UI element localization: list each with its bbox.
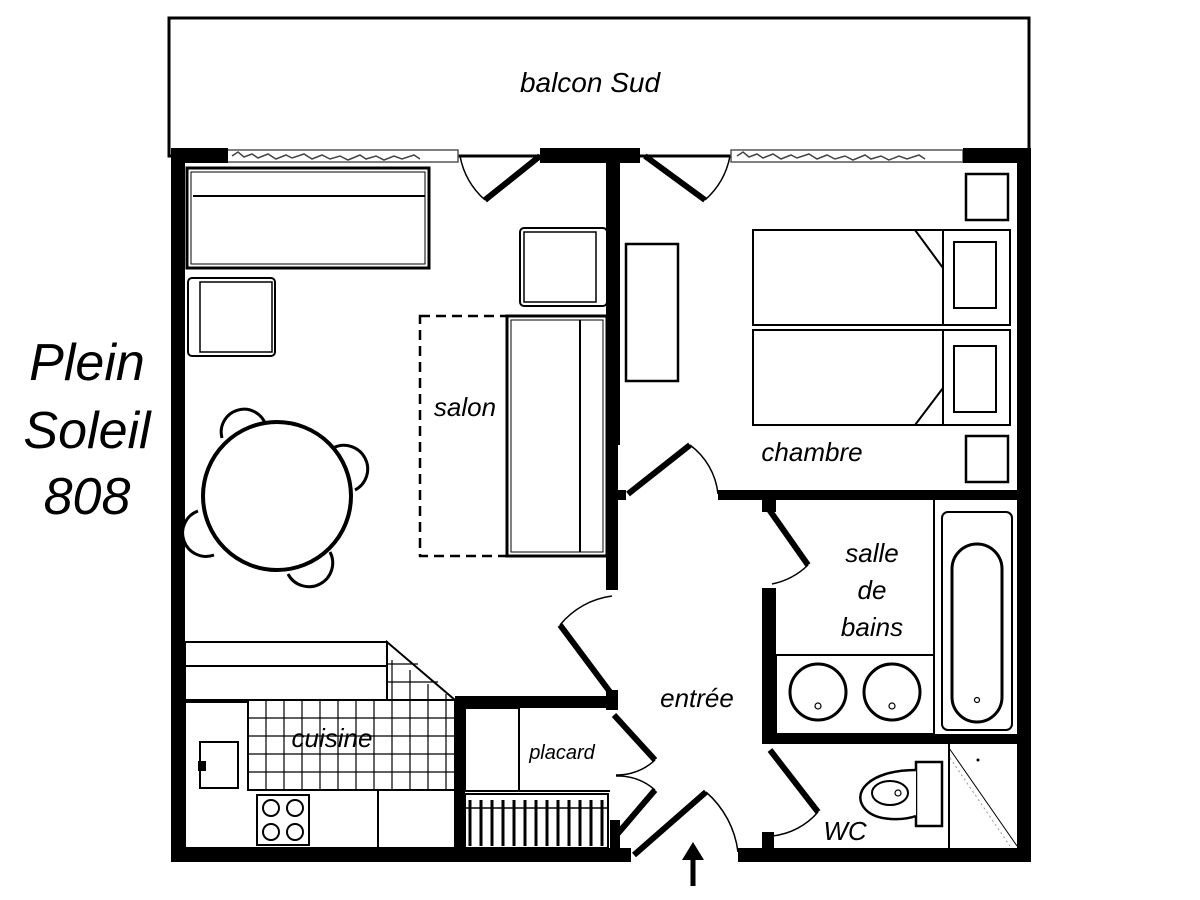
room-label-entrance: entrée bbox=[660, 683, 734, 713]
balcony: balcon Sud bbox=[167, 16, 1031, 158]
room-label-balcony: balcon Sud bbox=[520, 67, 662, 98]
title-line-3: 808 bbox=[44, 468, 131, 526]
armchair-left bbox=[187, 277, 276, 357]
shower-tray bbox=[948, 744, 1018, 848]
room-label-kitchen: cuisine bbox=[292, 723, 373, 753]
bathtub bbox=[941, 511, 1013, 731]
sofa bbox=[505, 314, 609, 558]
nightstand-bottom bbox=[964, 434, 1010, 484]
bathroom-label: salle de bains bbox=[841, 538, 903, 642]
sofa-bed bbox=[185, 166, 431, 270]
sink-right bbox=[862, 662, 922, 722]
bathroom-door bbox=[765, 506, 811, 585]
balcony-door-left bbox=[459, 153, 542, 203]
wardrobe bbox=[624, 242, 680, 383]
wc-door bbox=[767, 748, 821, 837]
entrance-door bbox=[632, 789, 739, 858]
living-room-door bbox=[557, 595, 613, 694]
dining-table bbox=[181, 407, 370, 589]
kitchen-tile-grid bbox=[247, 639, 458, 791]
entrance-arrow-icon bbox=[682, 842, 704, 886]
nightstand-top bbox=[964, 172, 1010, 222]
room-label-bedroom: chambre bbox=[761, 437, 862, 467]
balcony-door-right bbox=[643, 153, 731, 203]
title-line-2: Soleil bbox=[23, 402, 152, 460]
closet-door bbox=[611, 712, 658, 840]
room-label-bathroom-2: de bbox=[858, 575, 887, 605]
sink-icon bbox=[198, 741, 239, 789]
stove-icon bbox=[256, 794, 310, 846]
title-line-1: Plein bbox=[29, 334, 145, 392]
armchair-right bbox=[519, 227, 608, 307]
exterior-walls bbox=[171, 148, 1031, 862]
room-label-bathroom-1: salle bbox=[845, 538, 898, 568]
bed-bottom bbox=[752, 329, 1011, 426]
bedroom-door bbox=[626, 442, 719, 497]
bed-top bbox=[752, 229, 1011, 326]
room-label-wc: WC bbox=[823, 816, 867, 846]
room-label-living: salon bbox=[434, 392, 496, 422]
folding-bed-outline bbox=[418, 314, 522, 558]
room-label-bathroom-3: bains bbox=[841, 612, 903, 642]
interior-walls bbox=[455, 160, 1030, 855]
sink-left bbox=[788, 662, 848, 722]
apartment-title: Plein Soleil 808 bbox=[23, 334, 152, 526]
window-left bbox=[225, 149, 459, 163]
room-label-closet: placard bbox=[528, 742, 595, 764]
window-right bbox=[730, 149, 964, 163]
toilet bbox=[859, 760, 944, 828]
closet bbox=[464, 707, 610, 849]
